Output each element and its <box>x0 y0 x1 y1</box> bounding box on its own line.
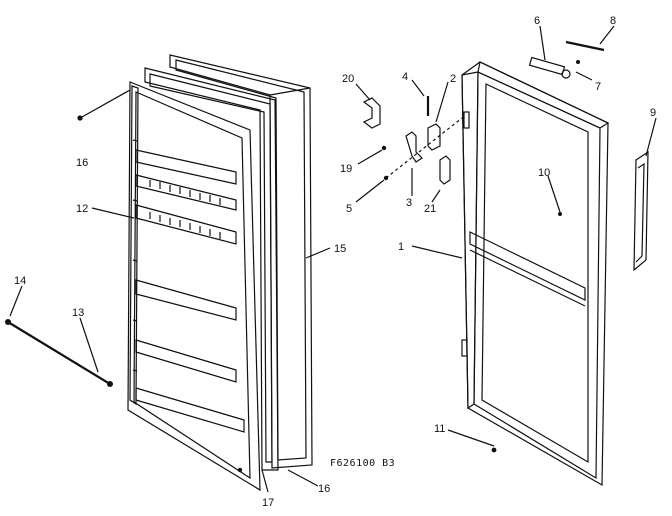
callout-14: 14 <box>14 275 26 287</box>
screw-18 <box>77 115 83 121</box>
callout-16-bottom: 16 <box>318 483 330 495</box>
callout-8: 8 <box>610 15 616 27</box>
door-rod <box>5 319 113 387</box>
callout-4: 4 <box>402 71 408 83</box>
door-handle <box>633 117 657 272</box>
hinge-brackets <box>355 79 463 203</box>
callout-3: 3 <box>406 197 412 209</box>
outer-door-frame <box>461 61 610 487</box>
callout-15: 15 <box>334 243 346 255</box>
callout-labels: 1 2 3 4 5 6 7 8 9 10 11 12 13 14 15 16 1… <box>14 15 656 509</box>
callout-1: 1 <box>398 241 404 253</box>
door-gasket <box>169 54 313 469</box>
callout-2: 2 <box>450 73 456 85</box>
callout-11: 11 <box>434 423 445 435</box>
shelf-notches <box>149 180 221 239</box>
callout-20: 20 <box>342 73 354 85</box>
callout-9: 9 <box>650 107 656 119</box>
callout-5: 5 <box>346 203 352 215</box>
bracket-20 <box>362 97 381 129</box>
door-liner <box>127 81 261 492</box>
callout-10: 10 <box>538 167 550 179</box>
callout-21: 21 <box>424 203 436 215</box>
door-liner-assembly <box>5 54 331 493</box>
drawing-code: F626100 B3 <box>330 458 395 469</box>
callout-19: 19 <box>340 163 352 175</box>
callout-7: 7 <box>595 81 601 93</box>
callout-12: 12 <box>76 203 88 215</box>
liner-shelves <box>135 149 245 433</box>
callout-16-top: 16 <box>76 157 88 169</box>
callout-13: 13 <box>72 307 84 319</box>
callout-17: 17 <box>262 497 274 509</box>
callout-6: 6 <box>534 15 540 27</box>
top-hinge-parts <box>528 25 615 81</box>
